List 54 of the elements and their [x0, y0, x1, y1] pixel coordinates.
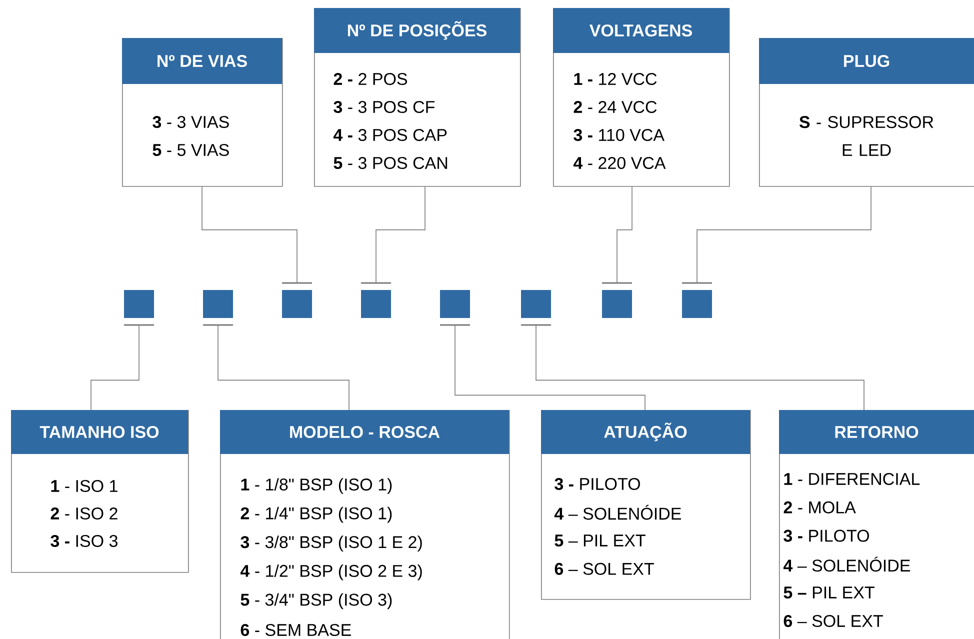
square-marker	[682, 290, 712, 318]
option-text: 2 - ISO 2	[50, 507, 118, 520]
option-text: 2 - 2 POS	[334, 72, 408, 86]
option-text: 5 – PIL EXT	[784, 586, 874, 599]
connector-line	[440, 324, 646, 410]
option-text: 1 - ISO 1	[51, 480, 118, 492]
option-text: 1 - DIFERENCIAL	[784, 472, 920, 486]
connector-line	[602, 186, 632, 284]
option-text: 3 - ISO 3	[50, 534, 118, 548]
option-box: MODELO - ROSCA 1 - 1/8" BSP (ISO 1) 2 - 1/4" BSP (ISO 1) 3 - 3/8" BSP (ISO 1 E 2) 4 - 1/2" BSP (ISO 2 E 3) 5 - 3/4" BSP (ISO 3) 6 - SEM BASE	[220, 410, 510, 639]
option-text: 6 – SOL EXT	[554, 562, 654, 575]
connector-line	[203, 324, 350, 410]
option-text: 4 - 1/2" BSP (ISO 2 E 3)	[240, 564, 422, 580]
option-text: 2 - MOLA	[784, 501, 856, 514]
option-text: 5 – PIL EXT	[554, 534, 646, 547]
option-text: 4 – SOLENÓIDE	[783, 556, 910, 572]
square-marker	[124, 290, 154, 318]
option-text: 5 - 5 VIAS	[152, 144, 229, 156]
option-text: 3 - 3 VIAS	[152, 116, 229, 128]
square-marker	[361, 290, 391, 318]
square-marker	[203, 290, 233, 318]
option-text: 3 - PILOTO	[784, 530, 869, 542]
square-marker	[282, 290, 312, 318]
option-text: 6 – SOL EXT	[784, 614, 883, 628]
option-box: Nº DE VIAS 3 - 3 VIAS 5 - 5 VIAS	[122, 38, 283, 187]
option-text: 3 - 3/8" BSP (ISO 1 E 2)	[240, 536, 422, 552]
connector-line	[202, 186, 312, 284]
option-text: 5 - 3 POS CAN	[334, 156, 448, 170]
option-box: TAMANHO ISO 1 - ISO 1 2 - ISO 2 3 - ISO 3	[11, 410, 189, 573]
option-box: ATUAÇÃO 3 - PILOTO 4 – SOLENÓIDE 5 – PIL EXT 6 – SOL EXT	[541, 410, 751, 600]
option-text: 6 - SEM BASE	[240, 624, 351, 636]
option-text: 1 - 12 VCC	[574, 72, 657, 86]
option-box: Nº DE POSIÇÕES 2 - 2 POS 3 - 3 POS CF 4 - 3 POS CAP 5 - 3 POS CAN	[314, 8, 521, 187]
option-text: 3 - 3 POS CF	[334, 100, 435, 114]
connector-line	[521, 324, 864, 410]
connector-line	[682, 186, 872, 284]
option-text: 3 - PILOTO	[554, 478, 640, 490]
option-text: 5 - 3/4" BSP (ISO 3)	[240, 593, 392, 610]
option-text: 4 - 220 VCA	[573, 156, 666, 170]
option-text: 2 - 1/4" BSP (ISO 1)	[240, 506, 392, 523]
option-text: 1 - 1/8" BSP (ISO 1)	[241, 478, 392, 494]
option-text: 4 – SOLENÓIDE	[554, 504, 681, 520]
option-text: 2 - 24 VCC	[574, 100, 657, 114]
option-text: 3 - 110 VCA	[574, 128, 664, 142]
square-marker	[521, 290, 551, 318]
option-text: 4 - 3 POS CAP	[333, 128, 447, 142]
option-box: PLUG S - SUPRESSOR E LED	[759, 38, 974, 187]
square-marker	[602, 290, 632, 318]
option-box: RETORNO 1 - DIFERENCIAL 2 - MOLA 3 - PILOTO 4 – SOLENÓIDE 5 – PIL EXT 6 – SOL EXT	[779, 410, 974, 639]
square-marker	[440, 290, 470, 318]
option-text: S - SUPRESSOR E LED	[799, 116, 934, 156]
option-box: VOLTAGENS 1 - 12 VCC 2 - 24 VCC 3 - 110 VCA 4 - 220 VCA	[553, 8, 730, 187]
connector-line	[361, 186, 426, 284]
connector-line	[90, 324, 154, 410]
